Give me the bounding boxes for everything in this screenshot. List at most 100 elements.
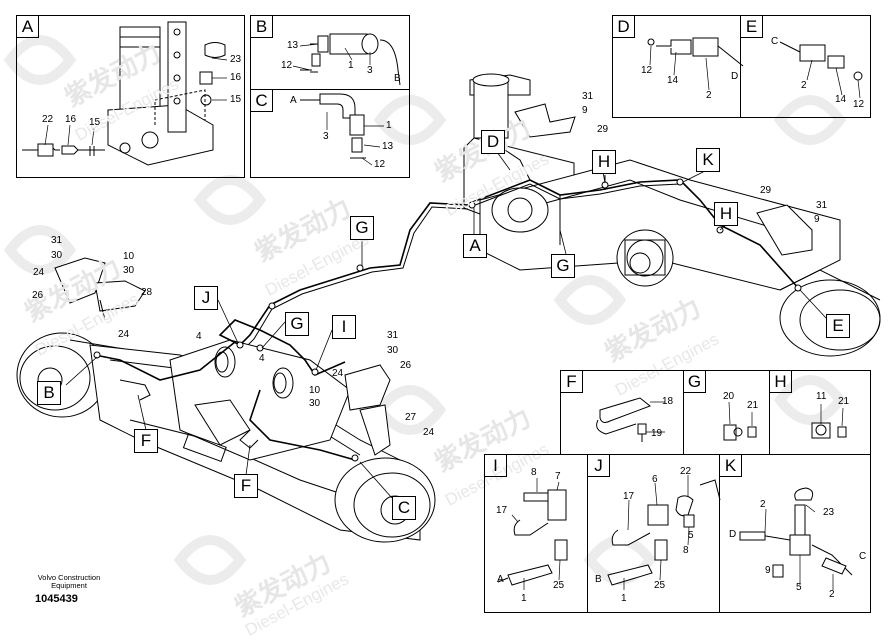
part-number: 4 [196,331,202,342]
part-number: 20 [723,391,735,402]
part-number: 4 [259,353,265,364]
detail-letter-d: D [613,16,635,38]
part-number: 30 [309,398,321,409]
part-number: 2 [829,589,835,600]
part-number: 27 [405,412,417,423]
callout-d[interactable]: D [481,130,505,154]
detail-letter-h: H [770,371,792,393]
part-number: 17 [623,491,635,502]
part-number: 5 [688,530,694,541]
detail-c-drawing [300,93,366,159]
part-number: 7 [555,471,561,482]
part-number: 3 [323,131,329,142]
part-number: 24 [423,427,435,438]
detail-letter-i: I [485,455,507,477]
detail-i-drawing [497,489,568,586]
part-number: 19 [651,428,663,439]
callout-h[interactable]: H [592,150,616,174]
detail-letter-c: C [251,90,273,112]
detail-box-d: D [612,15,741,118]
part-number: 30 [123,265,135,276]
callout-b[interactable]: B [37,381,61,405]
part-number: 12 [853,99,865,110]
part-number: 9 [582,105,588,116]
detail-b-drawing [300,33,401,86]
part-number: 8 [683,545,689,556]
callout-h[interactable]: H [714,202,738,226]
part-number: C [859,551,867,562]
part-number: 30 [51,250,63,261]
brand-line-1: Volvo Construction [37,573,101,582]
detail-k-drawing [739,487,853,578]
callout-g[interactable]: G [285,312,309,336]
part-number: 18 [662,396,674,407]
part-number: 15 [89,117,101,128]
part-number: 15 [230,94,242,105]
detail-box-b: B [250,15,410,90]
part-number: 30 [387,345,399,356]
callout-i[interactable]: I [332,315,356,339]
detail-g-drawing [723,424,757,441]
detail-box-g: G [683,370,770,455]
part-number: 3 [367,65,373,76]
detail-box-e: E [740,15,871,118]
part-number: 1 [386,120,392,131]
part-number: 8 [531,467,537,478]
part-number: 21 [838,396,850,407]
part-number: 1 [621,593,627,604]
callout-g[interactable]: G [350,216,374,240]
detail-letter-g: G [684,371,706,393]
part-number: 6 [652,474,658,485]
part-number: 25 [553,580,565,591]
callout-c[interactable]: C [392,496,416,520]
detail-box-f: F [560,370,684,455]
detail-box-h: H [769,370,871,455]
detail-d-drawing [647,37,744,67]
brand-line-2: Equipment [51,581,87,590]
part-number: 24 [118,329,130,340]
part-number: 29 [597,124,609,135]
callout-j[interactable]: J [194,286,218,310]
detail-leaders [44,43,861,590]
detail-letter-e: E [741,16,763,38]
part-number: 22 [42,114,54,125]
part-number: 2 [760,499,766,510]
part-number: 21 [747,400,759,411]
part-number: 12 [641,65,653,76]
part-number: 12 [281,60,293,71]
part-number: 9 [814,214,820,225]
callout-f[interactable]: F [134,429,158,453]
part-number: 10 [123,251,135,262]
callout-f[interactable]: F [234,474,258,498]
part-number: 31 [582,91,594,102]
connecting-brake-pipe [239,202,469,350]
part-number: B [595,574,602,585]
part-number: 26 [32,290,44,301]
callout-a[interactable]: A [463,234,487,258]
part-number: D [731,71,739,82]
detail-f-drawing [596,397,651,442]
part-number: 22 [680,466,692,477]
part-number: 16 [65,114,77,125]
detail-h-drawing [811,422,847,439]
detail-letter-j: J [588,455,610,477]
callout-k[interactable]: K [696,148,720,172]
callout-g[interactable]: G [551,254,575,278]
part-number: 14 [667,75,679,86]
detail-e-drawing [779,41,863,81]
detail-letter-k: K [720,455,742,477]
part-number: A [497,574,504,585]
part-number: D [729,529,737,540]
part-number: 23 [823,507,835,518]
part-number: 26 [400,360,412,371]
callout-e[interactable]: E [826,314,850,338]
part-number: A [290,95,297,106]
brand-caption: Volvo Construction Equipment [24,574,114,590]
part-number: 1 [521,593,527,604]
detail-box-c: C [250,89,410,178]
part-number: 28 [141,287,153,298]
detail-j-drawing [607,479,721,586]
detail-box-a: A [16,15,245,178]
part-number: 1 [348,60,354,71]
